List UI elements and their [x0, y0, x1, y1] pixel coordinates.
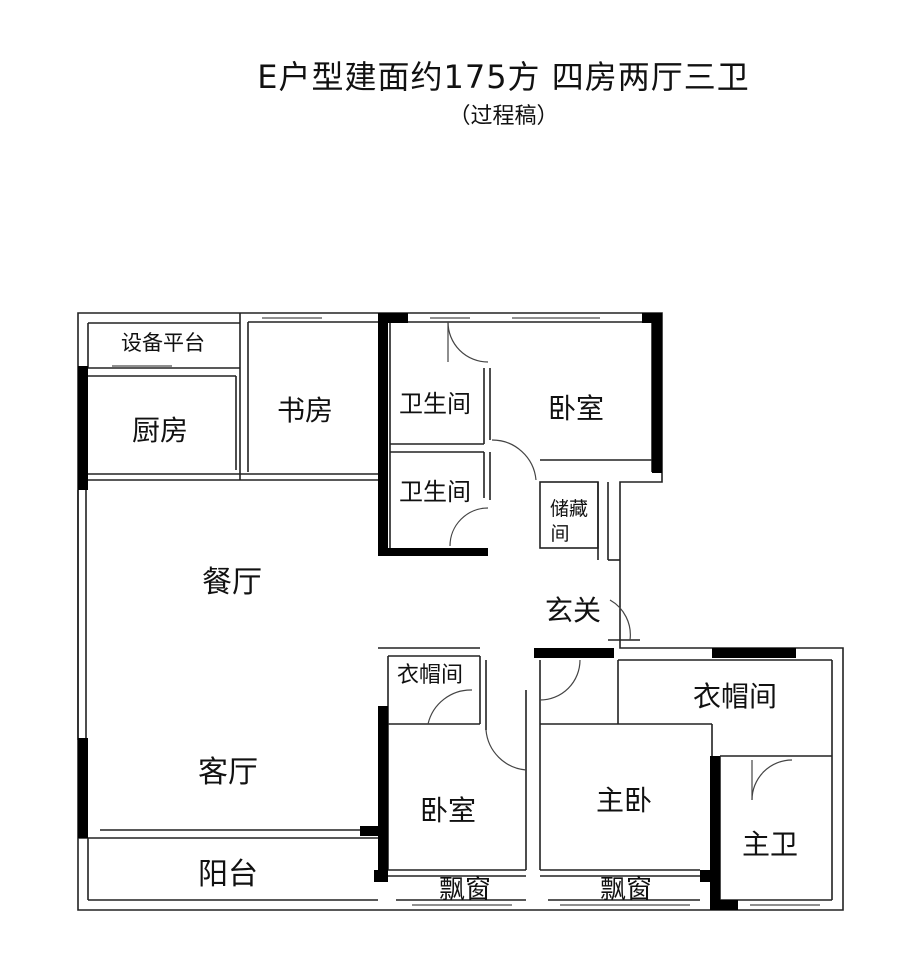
label-bedroom-north: 卧室: [548, 392, 604, 425]
label-bathroom-1: 卫生间: [399, 390, 471, 418]
label-foyer: 玄关: [545, 594, 601, 627]
label-living: 客厅: [198, 755, 258, 790]
label-cloakroom-2: 衣帽间: [693, 680, 777, 713]
label-kitchen: 厨房: [132, 414, 188, 447]
label-equipment-platform: 设备平台: [121, 331, 205, 355]
label-bay-window-1: 飘窗: [439, 875, 491, 905]
plan-subtitle: （过程稿）: [448, 104, 559, 129]
label-bay-window-2: 飘窗: [600, 875, 652, 905]
label-bedroom-south: 卧室: [420, 794, 476, 827]
window-marks: [112, 317, 820, 906]
plan-title: E户型建面约175方 四房两厅三卫: [257, 58, 750, 96]
door-swings: [427, 321, 793, 801]
structural-walls: [78, 313, 796, 910]
label-balcony: 阳台: [198, 857, 258, 892]
label-cloakroom-1: 衣帽间: [397, 663, 463, 688]
label-study: 书房: [277, 394, 333, 427]
label-bathroom-2: 卫生间: [399, 478, 471, 506]
label-dining: 餐厅: [202, 565, 262, 600]
label-storage: 储藏: [550, 498, 588, 520]
label-master-bedroom: 主卧: [596, 784, 652, 817]
label-master-bath: 主卫: [742, 828, 798, 861]
label-storage-line2: 间: [550, 523, 569, 545]
